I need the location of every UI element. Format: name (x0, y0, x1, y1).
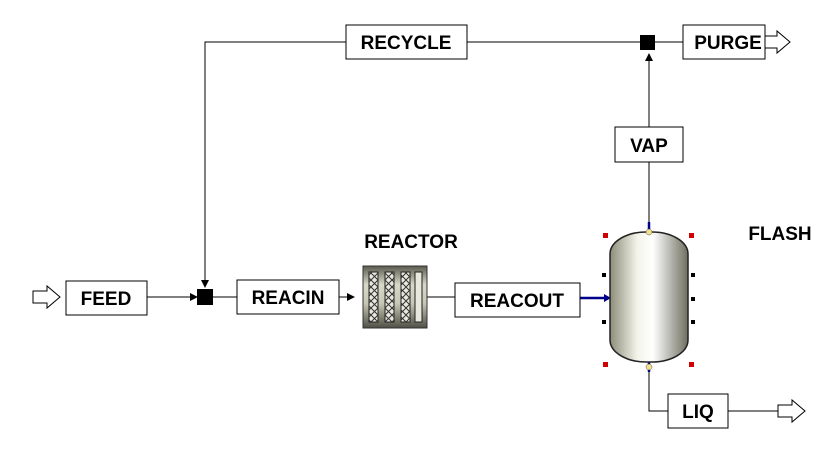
stream-liq[interactable]: LIQ (667, 393, 729, 429)
mixer-block[interactable] (197, 289, 213, 305)
stream-vap[interactable]: VAP (614, 126, 684, 163)
stream-recycle[interactable]: RECYCLE (345, 24, 468, 60)
flash-to-liq-line[interactable] (648, 372, 668, 412)
reactor-block[interactable] (362, 265, 428, 329)
stream-feed-label: FEED (81, 289, 132, 310)
splitter-block[interactable] (640, 35, 655, 50)
stream-vap-label: VAP (630, 136, 668, 157)
recycle-line-left[interactable] (201, 41, 346, 288)
stream-recycle-label: RECYCLE (361, 33, 452, 54)
stream-reacin-label: REACIN (252, 288, 325, 309)
flash-label: FLASH (748, 224, 811, 245)
stream-feed[interactable]: FEED (65, 280, 148, 316)
stream-reacout[interactable]: REACOUT (454, 282, 581, 318)
liq-product-arrow-icon[interactable] (777, 398, 806, 424)
stream-purge-label: PURGE (694, 33, 762, 54)
flash-vessel[interactable] (609, 231, 689, 363)
flash-port-markers (602, 228, 695, 371)
reactor-label: REACTOR (364, 232, 458, 253)
reacout-arrow-icon (604, 294, 611, 302)
feed-source-arrow-icon[interactable] (32, 284, 61, 310)
stream-liq-label: LIQ (682, 402, 714, 423)
purge-product-arrow-icon[interactable] (764, 29, 791, 55)
stream-reacin[interactable]: REACIN (236, 279, 340, 315)
stream-reacout-label: REACOUT (470, 291, 564, 312)
stream-purge[interactable]: PURGE (682, 24, 766, 60)
